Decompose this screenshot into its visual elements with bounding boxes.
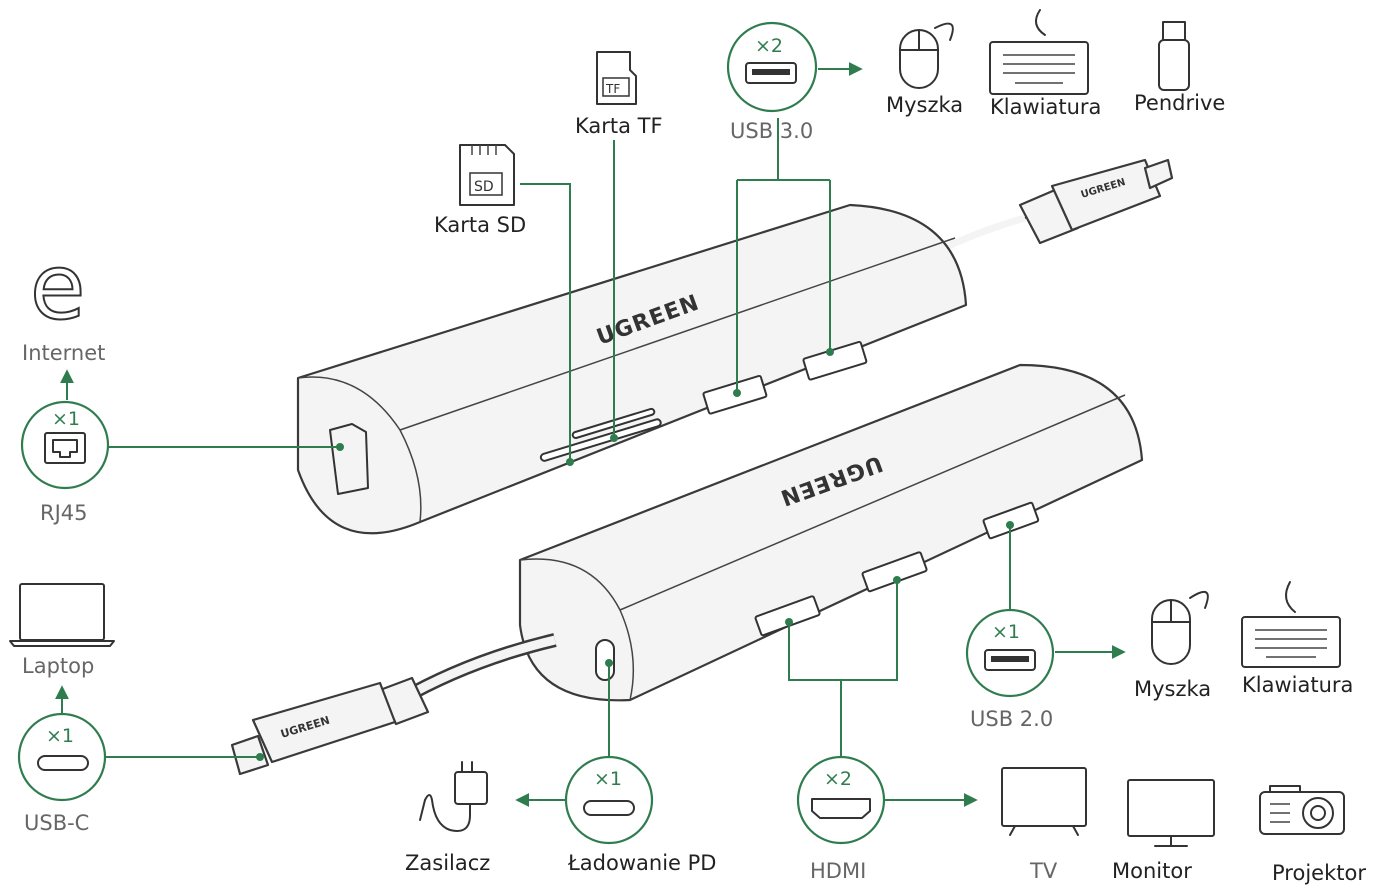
- usbc-callout: ×1 USB-C: [17, 712, 107, 835]
- flash-drive-icon: [1158, 21, 1190, 91]
- top-mouse-label: Myszka: [886, 93, 963, 117]
- pd-callout: ×1 Ładowanie PD: [564, 755, 716, 875]
- tf-chip-text: TF: [605, 82, 620, 96]
- top-usbc-plug: UGREEN: [1018, 158, 1174, 245]
- bottom-hub-body: [518, 363, 1144, 702]
- tv-label: TV: [1029, 859, 1058, 883]
- usb30-callout: ×2 USB 3.0: [726, 21, 818, 143]
- usb-a-icon: [984, 649, 1036, 671]
- tf-card-icon: TF: [596, 51, 637, 105]
- pd-label: Ładowanie PD: [567, 851, 716, 875]
- bottom-connectors: [55, 521, 1126, 807]
- usb-c-icon: [37, 755, 89, 771]
- bottom-mouse-label: Myszka: [1134, 677, 1211, 701]
- pd-count: ×1: [594, 768, 622, 790]
- top-hub-body: [296, 203, 968, 535]
- rj45-port: [329, 423, 369, 495]
- tv-icon: [1001, 767, 1087, 836]
- top-device-keyboard: Klawiatura: [989, 9, 1101, 119]
- projector-label: Projektor: [1272, 861, 1366, 885]
- power-label: Zasilacz: [405, 851, 490, 875]
- laptop-callout: Laptop: [9, 583, 115, 678]
- display-monitor: Monitor: [1112, 779, 1215, 883]
- ethernet-port-icon: [44, 432, 86, 464]
- top-connectors: [60, 62, 863, 466]
- top-device-pendrive: Pendrive: [1134, 21, 1225, 115]
- hdmi-count: ×2: [824, 768, 852, 790]
- hdmi-port-icon: [811, 798, 871, 819]
- sd-card-callout: SD Karta SD: [434, 144, 526, 237]
- monitor-label: Monitor: [1112, 859, 1192, 883]
- internet-callout: e Internet: [22, 234, 105, 365]
- bottom-keyboard-label: Klawiatura: [1242, 673, 1353, 697]
- tf-label: Karta TF: [575, 114, 663, 138]
- internet-icon: e: [30, 235, 85, 340]
- bottom-device-keyboard: Klawiatura: [1241, 581, 1353, 697]
- power-callout: Zasilacz: [405, 761, 490, 875]
- mouse-icon: [1151, 590, 1209, 665]
- hdmi-label: HDMI: [810, 859, 866, 883]
- bottom-device-mouse: Myszka: [1134, 590, 1211, 701]
- display-projector: Projektor: [1259, 785, 1366, 885]
- sd-chip-text: SD: [474, 179, 494, 195]
- bottom-hub: UGREEN UGREEN: [230, 363, 1144, 776]
- rj45-label: RJ45: [40, 501, 88, 525]
- monitor-icon: [1127, 779, 1215, 847]
- rj45-callout: ×1 RJ45: [20, 400, 110, 525]
- usbc-label: USB-C: [24, 811, 89, 835]
- display-tv: TV: [1001, 767, 1087, 883]
- sd-card-icon: SD: [459, 144, 515, 206]
- sd-label: Karta SD: [434, 213, 526, 237]
- top-keyboard-label: Klawiatura: [990, 95, 1101, 119]
- keyboard-icon: [989, 9, 1089, 95]
- power-adapter-icon: [419, 761, 488, 832]
- usb20-port: [982, 501, 1040, 540]
- top-hub: UGREEN UGREEN: [296, 158, 1174, 535]
- projector-icon: [1259, 785, 1345, 835]
- hdmi-callout: ×2 HDMI: [796, 755, 886, 883]
- internet-label: Internet: [22, 341, 105, 365]
- usbc-count: ×1: [46, 725, 74, 747]
- top-device-mouse: Myszka: [886, 22, 963, 117]
- rj45-count: ×1: [52, 408, 80, 430]
- usb20-count: ×1: [992, 621, 1020, 643]
- top-pendrive-label: Pendrive: [1134, 91, 1225, 115]
- keyboard-icon: [1241, 581, 1341, 668]
- usb-c-icon: [583, 800, 635, 816]
- bottom-usbc-plug: UGREEN: [230, 676, 430, 776]
- laptop-icon: [9, 583, 115, 647]
- usb20-label: USB 2.0: [970, 707, 1053, 731]
- tf-card-callout: TF Karta TF: [575, 51, 663, 138]
- usb30-count: ×2: [755, 35, 783, 57]
- mouse-icon: [899, 22, 954, 89]
- laptop-label: Laptop: [22, 654, 94, 678]
- usb-a-icon: [745, 62, 797, 84]
- usb30-label: USB 3.0: [730, 119, 813, 143]
- usb20-callout: ×1 USB 2.0: [965, 608, 1055, 731]
